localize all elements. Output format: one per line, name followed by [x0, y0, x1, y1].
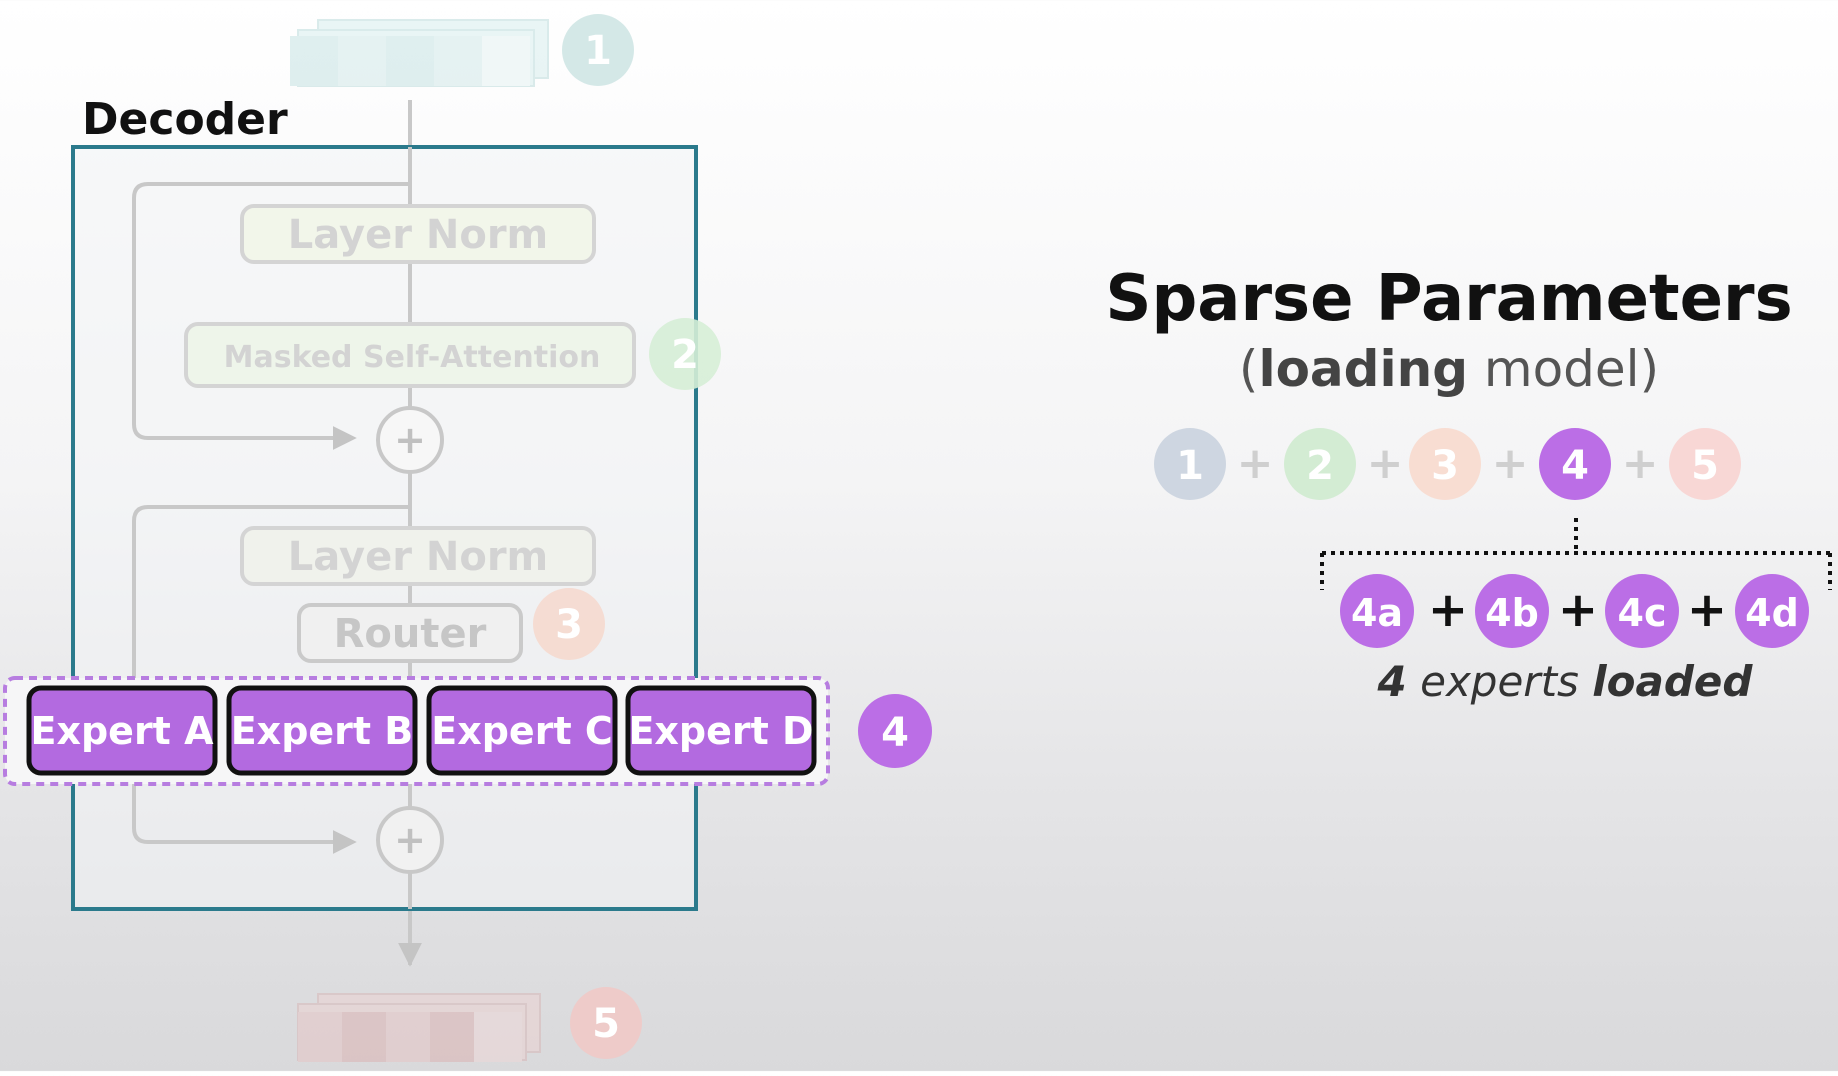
sub-expert-badge-4c: 4c — [1605, 574, 1679, 648]
expert-a-box: Expert A — [26, 685, 218, 776]
plus-sign: + — [1492, 438, 1529, 489]
residual-connection-1 — [132, 182, 410, 450]
svg-text:+: + — [394, 818, 426, 862]
sequence-badge-4: 4 — [1539, 428, 1611, 500]
step-badge-1: 1 — [562, 14, 634, 86]
plus-sign: + — [1558, 582, 1598, 638]
svg-text:4d: 4d — [1745, 591, 1799, 635]
router-box: Router — [297, 603, 523, 663]
sub-expert-badge-4b: 4b — [1475, 574, 1549, 648]
plus-sign: + — [1428, 582, 1468, 638]
svg-text:Router: Router — [334, 611, 487, 657]
decoder-label: Decoder — [82, 94, 288, 145]
step-badge-4: 4 — [858, 694, 932, 768]
layer-norm-1-box: Layer Norm — [240, 204, 596, 264]
svg-text:3: 3 — [1431, 443, 1459, 489]
svg-text:2: 2 — [671, 332, 699, 378]
expansion-bracket — [1320, 518, 1832, 590]
svg-text:5: 5 — [592, 1001, 620, 1047]
expert-c-box: Expert C — [426, 685, 618, 776]
step-badge-2: 2 — [649, 318, 721, 390]
plus-sign: + — [1237, 438, 1274, 489]
step-badge-3: 3 — [533, 588, 605, 660]
svg-text:3: 3 — [555, 602, 583, 648]
sub-expert-badge-4d: 4d — [1735, 574, 1809, 648]
svg-text:1: 1 — [1176, 443, 1204, 489]
add-node-1: + — [376, 406, 444, 474]
svg-text:+: + — [394, 418, 426, 462]
plus-sign: + — [1367, 438, 1404, 489]
svg-text:Expert D: Expert D — [628, 709, 813, 753]
experts-loaded-caption: 4 experts loaded — [1377, 657, 1754, 706]
plus-sign: + — [1687, 582, 1727, 638]
svg-text:Expert C: Expert C — [431, 709, 612, 753]
sequence-badge-1: 1 — [1154, 428, 1226, 500]
plus-sign: + — [1622, 438, 1659, 489]
svg-text:5: 5 — [1691, 443, 1719, 489]
input-token-stack — [290, 19, 549, 87]
svg-text:4: 4 — [1561, 443, 1589, 489]
masked-self-attention-box: Masked Self-Attention — [184, 322, 636, 388]
svg-text:Layer Norm: Layer Norm — [288, 534, 548, 580]
svg-text:1: 1 — [584, 28, 612, 74]
svg-text:4: 4 — [881, 710, 909, 756]
svg-text:4c: 4c — [1618, 591, 1667, 635]
svg-text:Expert B: Expert B — [231, 709, 414, 753]
expert-d-box: Expert D — [625, 685, 817, 776]
sequence-badge-3: 3 — [1409, 428, 1481, 500]
add-node-2: + — [376, 806, 444, 874]
svg-text:Expert A: Expert A — [31, 709, 215, 753]
svg-text:Masked Self-Attention: Masked Self-Attention — [224, 340, 601, 375]
residual-connection-2 — [132, 505, 410, 854]
sequence-badge-5: 5 — [1669, 428, 1741, 500]
svg-text:4a: 4a — [1351, 591, 1403, 635]
expert-b-box: Expert B — [226, 685, 418, 776]
sub-expert-badge-4a: 4a — [1340, 574, 1414, 648]
svg-text:4b: 4b — [1485, 591, 1539, 635]
summary-title: Sparse Parameters — [1105, 262, 1792, 336]
svg-text:Layer Norm: Layer Norm — [288, 212, 548, 258]
output-token-stack — [297, 993, 541, 1062]
step-badge-5: 5 — [570, 987, 642, 1059]
summary-subtitle: (loading model) — [1239, 340, 1659, 398]
layer-norm-2-box: Layer Norm — [240, 526, 596, 586]
svg-text:2: 2 — [1306, 443, 1334, 489]
sequence-badge-2: 2 — [1284, 428, 1356, 500]
